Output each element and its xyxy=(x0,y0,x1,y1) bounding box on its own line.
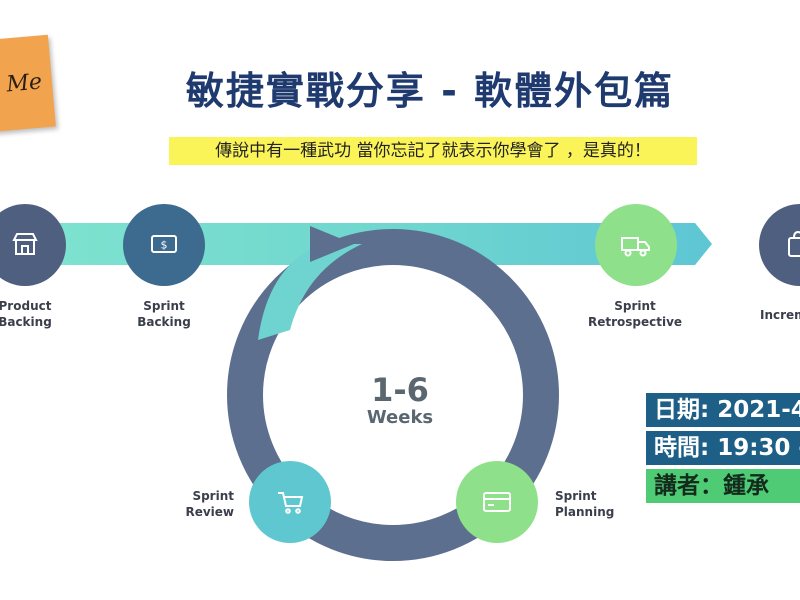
increment-circle xyxy=(759,204,800,286)
sprint-backing-circle xyxy=(123,204,205,286)
sprint-review-label: Sprint Review xyxy=(185,489,234,519)
sprint-retrospective-label: Sprint Retrospective xyxy=(587,299,683,329)
cycle-duration: 1-6 Weeks xyxy=(330,372,470,428)
sprint-ring xyxy=(227,229,559,561)
card-icon xyxy=(483,492,511,512)
sprint-review-circle xyxy=(249,461,331,543)
event-time: 時間: 19:30 - xyxy=(646,431,800,465)
money-icon: $ xyxy=(151,235,177,253)
event-speaker: 講者：鍾承 xyxy=(646,469,800,503)
product-backing-circle xyxy=(0,204,66,286)
bag-icon xyxy=(788,230,800,257)
sprint-retrospective-circle xyxy=(595,204,677,286)
sprint-planning-circle xyxy=(456,461,538,543)
increment-label: Increm xyxy=(760,308,800,322)
cart-icon xyxy=(278,492,304,514)
cycle-duration-unit: Weeks xyxy=(366,407,434,428)
ring-arrowhead xyxy=(310,226,354,262)
event-date: 日期: 2021-4 xyxy=(646,393,800,427)
product-backing-label: Product Backing xyxy=(0,299,52,329)
sprint-planning-label: Sprint Planning xyxy=(555,489,615,519)
store-icon xyxy=(12,233,38,255)
page-title: 敏捷實戰分享 - 軟體外包篇 xyxy=(185,69,675,113)
truck-icon xyxy=(621,237,650,257)
sprint-backing-label: Sprint Backing xyxy=(137,299,191,329)
svg-text:$: $ xyxy=(161,239,168,252)
cycle-duration-number: 1-6 xyxy=(371,371,429,409)
ring-inflow xyxy=(258,244,362,340)
subtitle-highlight: 傳說中有一種武功 當你忘記了就表示你學會了 ，是真的！ xyxy=(169,137,697,165)
